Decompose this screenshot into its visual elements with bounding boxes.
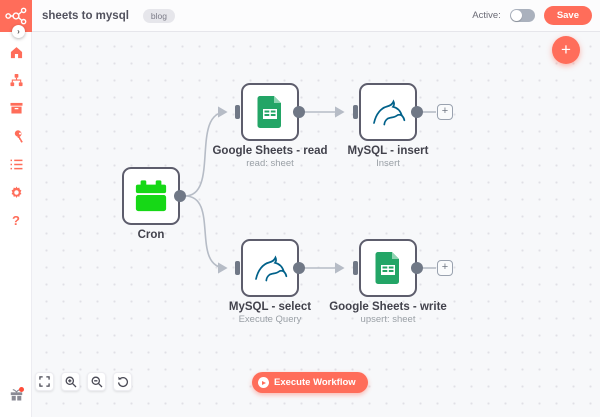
sidebar-collapse-button[interactable]: › <box>12 25 25 38</box>
wire-cron-to-myselect <box>184 195 228 274</box>
node-google-sheets-write[interactable] <box>353 239 423 297</box>
top-bar: sheets to mysql blog Active: Save <box>32 0 600 32</box>
reset-zoom-icon <box>117 376 128 387</box>
sidebar-item-executions[interactable] <box>0 150 32 178</box>
help-question-icon: ? <box>12 212 20 228</box>
execute-workflow-button[interactable]: Execute Workflow <box>252 372 368 393</box>
add-node-button[interactable]: + <box>552 36 580 64</box>
calendar-icon <box>135 180 167 212</box>
mysql-dolphin-icon <box>373 99 406 126</box>
node-google-sheets-read[interactable] <box>235 83 305 141</box>
node-mysql-insert[interactable] <box>353 83 423 141</box>
mysql-dolphin-icon <box>255 255 288 282</box>
home-icon <box>10 46 22 58</box>
workflow-canvas[interactable]: Cron Google Sheets - read read: sheet My… <box>32 32 600 417</box>
plus-icon: + <box>561 40 571 59</box>
node-label-mysql-insert: MySQL - insert Insert <box>347 145 429 169</box>
play-icon <box>258 377 269 388</box>
fit-view-icon <box>39 376 50 387</box>
wire-cron-to-gsread <box>184 106 228 197</box>
output-connector[interactable] <box>174 190 186 202</box>
sidebar-item-credentials[interactable] <box>0 122 32 150</box>
templates-box-icon <box>10 102 22 114</box>
google-sheets-icon <box>257 96 281 128</box>
zoom-toolbar <box>35 372 132 391</box>
active-toggle[interactable] <box>509 9 535 22</box>
plus-icon: + <box>441 261 449 273</box>
executions-list-icon <box>10 159 22 169</box>
sidebar-item-whats-new[interactable] <box>0 385 32 405</box>
input-connector[interactable] <box>353 105 358 119</box>
sidebar-item-home[interactable] <box>0 38 32 66</box>
google-sheets-icon <box>375 252 399 284</box>
workflows-sitemap-icon <box>9 73 23 86</box>
sidebar-item-settings[interactable] <box>0 178 32 206</box>
notification-dot <box>18 386 24 392</box>
whats-new-gift-icon <box>10 389 22 401</box>
sidebar-nav: ? <box>0 38 32 234</box>
input-connector[interactable] <box>235 261 240 275</box>
node-label-google-sheets-write: Google Sheets - write upsert: sheet <box>329 301 447 325</box>
add-next-node-button[interactable]: + <box>437 260 453 276</box>
chevron-right-icon: › <box>17 26 20 36</box>
output-connector[interactable] <box>293 262 305 274</box>
fit-view-button[interactable] <box>35 372 54 391</box>
zoom-in-icon <box>65 376 76 387</box>
node-label-google-sheets-read: Google Sheets - read read: sheet <box>212 145 328 169</box>
zoom-out-icon <box>91 376 102 387</box>
add-next-node-button[interactable]: + <box>437 104 453 120</box>
n8n-nodes-logo-icon <box>5 7 27 25</box>
plus-icon: + <box>441 105 449 117</box>
credentials-key-icon <box>14 129 23 143</box>
sidebar-item-workflows[interactable] <box>0 66 32 94</box>
settings-gear-icon <box>11 185 21 198</box>
execute-workflow-label: Execute Workflow <box>274 377 356 388</box>
connection-wires <box>184 106 436 274</box>
input-connector[interactable] <box>353 261 358 275</box>
sidebar: › <box>0 0 32 417</box>
reset-zoom-button[interactable] <box>113 372 132 391</box>
zoom-in-button[interactable] <box>61 372 80 391</box>
node-mysql-select[interactable] <box>235 239 305 297</box>
output-connector[interactable] <box>411 106 423 118</box>
zoom-out-button[interactable] <box>87 372 106 391</box>
output-connector[interactable] <box>411 262 423 274</box>
save-button[interactable]: Save <box>543 6 592 25</box>
node-label-cron: Cron <box>137 229 165 241</box>
workflow-tag-badge[interactable]: blog <box>142 8 175 23</box>
node-cron[interactable] <box>122 167 186 225</box>
active-toggle-label: Active: <box>472 10 501 21</box>
sidebar-item-templates[interactable] <box>0 94 32 122</box>
workflow-title[interactable]: sheets to mysql <box>42 9 129 22</box>
node-label-mysql-select: MySQL - select Execute Query <box>228 301 312 325</box>
output-connector[interactable] <box>293 106 305 118</box>
input-connector[interactable] <box>235 105 240 119</box>
sidebar-item-help[interactable]: ? <box>0 206 32 234</box>
toggle-knob <box>510 10 522 21</box>
